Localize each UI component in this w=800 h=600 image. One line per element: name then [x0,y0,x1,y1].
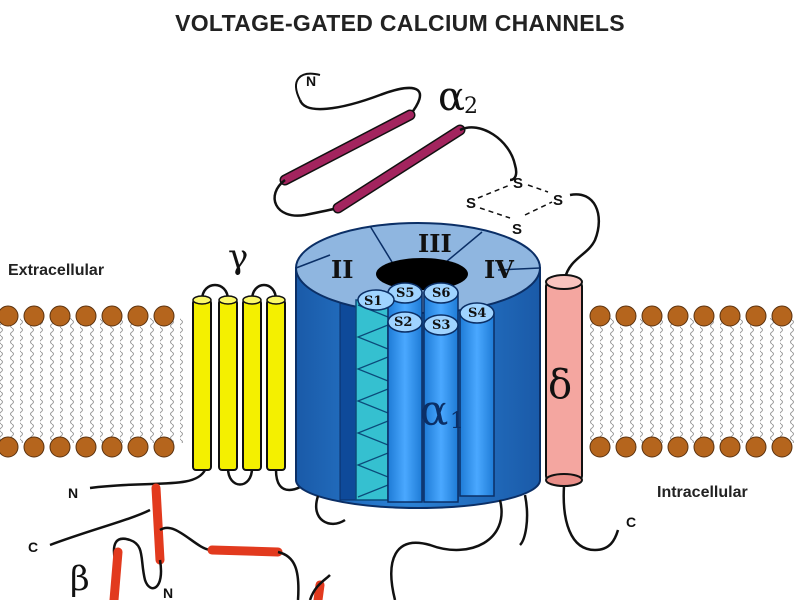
alpha2-n-terminus: N [306,73,316,89]
segment-cylinder [459,312,495,497]
lipid-head [667,305,689,327]
lipid-head [127,305,149,327]
membrane-right [588,305,800,458]
beta-c-terminus: C [28,539,38,555]
extracellular-label: Extracellular [8,262,105,279]
segment-label-s5: S5 [396,286,414,301]
segment-label-s2: S2 [394,315,412,330]
lipid-head [49,305,71,327]
page-title: VOLTAGE-GATED CALCIUM CHANNELS [175,10,625,36]
lipid-head [75,305,97,327]
lipid-head [0,305,19,327]
lipid-head [127,436,149,458]
delta-label: δ [548,362,572,408]
lipid-head [641,436,663,458]
alpha1-subscript: 1 [450,409,464,434]
gamma-helix [266,299,286,471]
disulfide-s-3: S [553,192,563,209]
disulfide-s-4: S [512,221,522,238]
lipid-head [589,305,611,327]
voltage-sensor-zigzag [356,304,400,498]
lipid-head [153,436,175,458]
domain-ii-label: II [331,255,353,284]
gamma-n-terminus: N [68,485,78,501]
lipid-head [693,436,715,458]
lipid-head [101,305,123,327]
lipid-head [693,305,715,327]
lipid-head [0,436,19,458]
membrane-left [0,305,190,458]
lipid-head [615,436,637,458]
lipid-head [153,305,175,327]
lipid-head [615,305,637,327]
delta-c-terminus: C [626,514,636,530]
gamma-helix-top [242,295,262,305]
disulfide-s-2: S [466,195,476,212]
gamma-helix-top [192,295,212,305]
beta-label: β [70,559,90,599]
gamma-helix [242,299,262,471]
lipid-head [745,436,767,458]
segment-top [423,282,459,304]
segment-label-s1: S1 [364,294,382,309]
lipid-head [667,436,689,458]
segment-cylinder [387,321,423,503]
segment-top [459,302,495,324]
gamma-helix [192,299,212,471]
intracellular-label: Intracellular [657,484,748,501]
segment-top [357,289,395,311]
disulfide-s-1: S [513,175,523,192]
lipid-head [771,305,793,327]
alpha2-subscript: 2 [464,94,478,119]
lipid-head [23,436,45,458]
lipid-head [49,436,71,458]
lipid-head [101,436,123,458]
lipid-head [641,305,663,327]
alpha1-label: α [420,386,448,435]
segment-top [423,314,459,336]
lipid-head [75,436,97,458]
lipid-head [719,305,741,327]
gamma-helix-top [266,295,286,305]
alpha2-label: α [438,74,465,120]
alpha2-subunit: N α 2 [273,72,518,217]
gamma-helix-top [218,295,238,305]
domain-iii-label: III [418,229,452,258]
lipid-head [23,305,45,327]
domain-iv-label: IV [484,255,514,284]
lipid-head [771,436,793,458]
lipid-head [745,305,767,327]
segment-top [387,311,423,333]
segment-cylinder [423,324,459,503]
gamma-label: γ [228,237,248,277]
gamma-helix [218,299,238,471]
lipid-head [719,436,741,458]
delta-subunit: δ C [545,274,636,552]
gamma-subunit: γ N [68,237,311,501]
lipid-head [589,436,611,458]
disulfide-bonds: S S S S [466,175,601,279]
segment-label-s4: S4 [468,306,486,321]
beta-subunit: C β N [28,483,331,600]
segment-label-s6: S6 [432,286,450,301]
segment-label-s3: S3 [432,318,450,333]
beta-n-terminus: N [163,585,173,600]
